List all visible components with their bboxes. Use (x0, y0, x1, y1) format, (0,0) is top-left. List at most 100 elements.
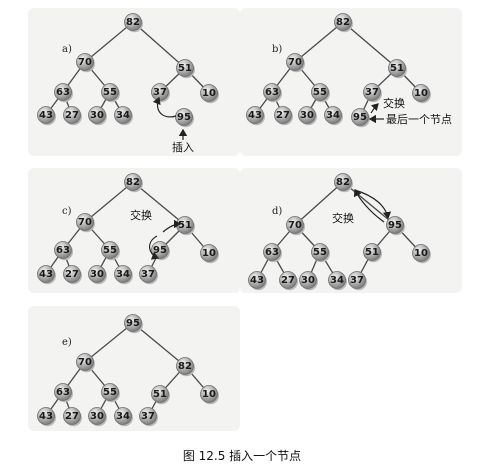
node-circle (124, 173, 142, 191)
node-circle (63, 265, 81, 283)
node-value: 63 (265, 87, 279, 98)
heap-node: 63 (263, 243, 282, 263)
node-value: 70 (78, 57, 92, 68)
panel-b-last-node-label: 最后一个节点 (386, 113, 452, 126)
node-circle (63, 106, 81, 124)
heap-node: 55 (311, 83, 330, 103)
node-circle (114, 407, 132, 425)
heap-node: 63 (54, 241, 73, 261)
node-value: 37 (365, 87, 379, 98)
heap-node: 27 (63, 407, 82, 427)
node-circle (274, 106, 292, 124)
node-value: 10 (202, 88, 216, 99)
panel-e-background (28, 306, 240, 431)
node-value: 30 (300, 110, 314, 121)
node-circle (88, 265, 106, 283)
node-circle (386, 216, 404, 234)
node-circle (334, 13, 352, 31)
heap-node: 30 (299, 271, 318, 291)
node-value: 43 (248, 110, 262, 121)
heap-node: 51 (151, 385, 170, 405)
node-value: 55 (313, 247, 327, 258)
node-circle (54, 383, 72, 401)
node-value: 82 (336, 17, 350, 28)
heap-node: 63 (54, 83, 73, 103)
heap-node: 70 (76, 53, 95, 73)
node-value: 43 (250, 275, 264, 286)
panel-a-label: a) (62, 44, 72, 55)
heap-node: 43 (37, 265, 56, 285)
heap-node: 37 (363, 83, 382, 103)
panel-e-label: e) (62, 337, 72, 348)
node-value: 63 (56, 87, 70, 98)
node-value: 51 (178, 220, 192, 231)
panel-c-background (28, 168, 240, 293)
node-circle (348, 271, 366, 289)
heap-node: 34 (114, 265, 133, 285)
node-circle (54, 241, 72, 259)
heap-node: 27 (63, 265, 82, 285)
tree-edge (294, 21, 344, 63)
node-value: 37 (141, 269, 155, 280)
heap-node: 82 (124, 13, 143, 33)
node-circle (299, 271, 317, 289)
tree-edge (294, 181, 344, 226)
node-circle (248, 271, 266, 289)
heap-node: 37 (139, 407, 158, 427)
node-circle (388, 59, 406, 77)
heap-node: 43 (246, 106, 265, 126)
node-value: 82 (336, 177, 350, 188)
heap-node: 70 (286, 216, 305, 236)
node-value: 55 (103, 87, 117, 98)
heap-node: 63 (263, 83, 282, 103)
node-circle (363, 243, 381, 261)
panel-c-swap-arrow-up (162, 219, 182, 233)
node-circle (37, 407, 55, 425)
node-circle (324, 106, 342, 124)
panel-d-swap-label: 交换 (332, 211, 354, 225)
node-circle (114, 106, 132, 124)
node-value: 27 (65, 411, 79, 422)
heap-node: 30 (88, 407, 107, 427)
node-circle (101, 83, 119, 101)
node-circle (37, 106, 55, 124)
node-circle (139, 265, 157, 283)
node-value: 82 (178, 361, 192, 372)
node-value: 30 (90, 110, 104, 121)
node-circle (101, 383, 119, 401)
heap-node: 51 (388, 59, 407, 79)
panel-b-background (240, 8, 462, 156)
tree-edge (84, 322, 134, 363)
heap-node: 55 (101, 241, 120, 261)
node-value: 82 (126, 17, 140, 28)
heap-node: 43 (248, 271, 267, 291)
node-circle (363, 83, 381, 101)
heap-node: 37 (348, 271, 367, 291)
heap-node: 10 (412, 244, 431, 264)
heap-node: 82 (334, 173, 353, 193)
heap-node: 37 (139, 265, 158, 285)
node-circle (200, 244, 218, 262)
heap-node: 82 (334, 13, 353, 33)
heap-node: 63 (54, 383, 73, 403)
node-value: 55 (103, 245, 117, 256)
node-value: 43 (39, 269, 53, 280)
node-circle (412, 244, 430, 262)
node-circle (76, 213, 94, 231)
node-value: 30 (301, 275, 315, 286)
heap-node: 95 (124, 314, 143, 334)
node-value: 34 (330, 275, 344, 286)
node-circle (263, 83, 281, 101)
node-circle (114, 265, 132, 283)
node-value: 27 (281, 275, 295, 286)
heap-node: 10 (200, 84, 219, 104)
node-circle (76, 53, 94, 71)
panel-c-label: c) (62, 206, 72, 217)
heap-node: 55 (101, 383, 120, 403)
heap-node: 34 (114, 407, 133, 427)
heap-node: 51 (176, 59, 195, 79)
node-value: 55 (103, 387, 117, 398)
node-value: 37 (153, 87, 167, 98)
figure-caption: 图 12.5 插入一个节点 (183, 449, 301, 463)
